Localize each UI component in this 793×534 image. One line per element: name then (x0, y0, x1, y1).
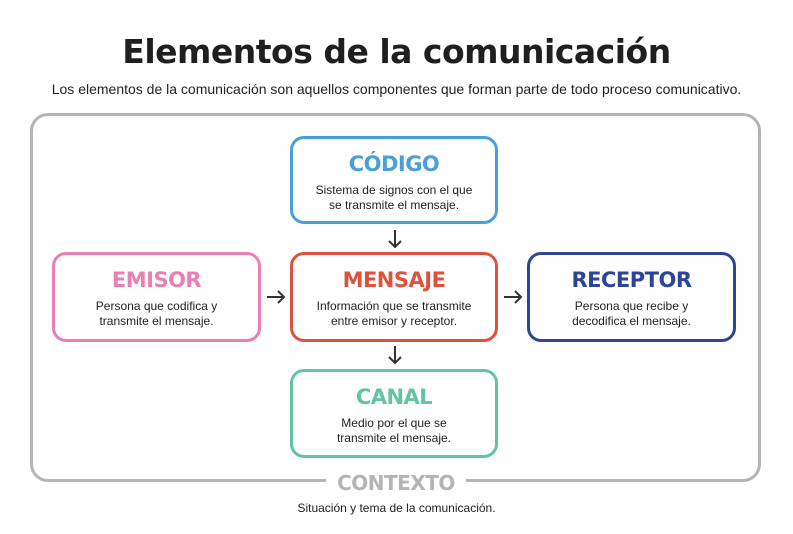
page-title: Elementos de la comunicación (122, 32, 671, 71)
mensaje-title: MENSAJE (342, 268, 446, 292)
arrow-down-codigo-path (388, 230, 402, 249)
canal-box: CANAL Medio por el que se transmite el m… (290, 369, 498, 458)
receptor-box: RECEPTOR Persona que recibe y decodifica… (527, 252, 736, 342)
mensaje-description: Información que se transmite entre emiso… (316, 299, 472, 328)
emisor-box: EMISOR Persona que codifica y transmite … (52, 252, 261, 342)
emisor-description: Persona que codifica y transmite el mens… (95, 299, 218, 328)
arrow-down-canal-icon (388, 346, 402, 365)
page-subtitle: Los elementos de la comunicación son aqu… (51, 81, 742, 97)
codigo-description: Sistema de signos con el que se transmit… (315, 183, 473, 212)
arrow-right-receptor-path (504, 290, 523, 304)
arrow-down-canal-path (388, 346, 402, 365)
codigo-title: CÓDIGO (348, 152, 440, 176)
arrow-right-emisor-icon (267, 290, 286, 304)
contexto-title: CONTEXTO (326, 470, 466, 496)
contexto-description: Situación y tema de la comunicación. (297, 501, 496, 515)
arrow-right-emisor-path (267, 290, 286, 304)
canal-description: Medio por el que se transmite el mensaje… (336, 416, 452, 445)
codigo-box: CÓDIGO Sistema de signos con el que se t… (290, 136, 498, 224)
canal-title: CANAL (355, 385, 433, 409)
arrow-right-receptor-icon (504, 290, 523, 304)
emisor-title: EMISOR (111, 268, 202, 292)
receptor-description: Persona que recibe y decodifica el mensa… (572, 299, 691, 328)
receptor-title: RECEPTOR (571, 268, 692, 292)
arrow-down-codigo-icon (388, 230, 402, 249)
mensaje-box: MENSAJE Información que se transmite ent… (290, 252, 498, 342)
